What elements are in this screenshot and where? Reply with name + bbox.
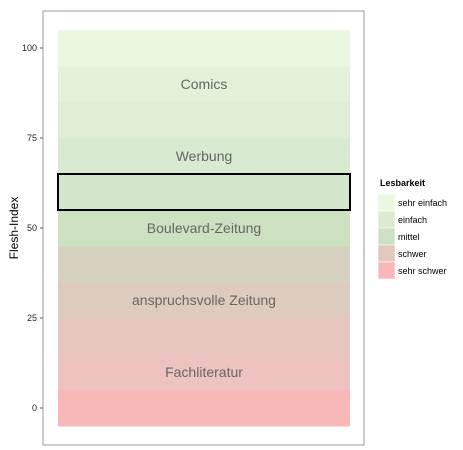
band-2 [58,318,350,355]
band-label-4: Fachliteratur [165,364,243,380]
band-label-0: Comics [181,76,228,92]
legend-key-2 [377,227,396,246]
band-5 [58,210,350,247]
y-axis-title: Flesh-Index [7,197,21,260]
legend-key-1 [377,210,396,229]
band-9 [58,66,350,103]
legend-label-4: sehr schwer [398,266,447,276]
band-8 [58,102,350,139]
legend-title: Lesbarkeit [380,178,425,188]
y-tick-label-2: 50 [27,223,37,233]
highlight-box [57,173,351,211]
legend-label-0: sehr einfach [398,198,447,208]
legend-label-3: schwer [398,249,427,259]
y-tick-label-3: 75 [27,133,37,143]
band-0 [58,390,350,427]
y-tick-label-1: 25 [27,313,37,323]
y-axis: 0 25 50 75 100 [22,43,43,413]
band-3 [58,282,350,319]
legend-label-1: einfach [398,215,427,225]
legend-key-3 [377,244,396,263]
legend-key-0 [377,193,396,212]
legend-key-4 [377,261,396,280]
band-label-2: Boulevard-Zeitung [147,220,261,236]
y-tick-label-4: 100 [22,43,37,53]
legend: Lesbarkeit sehr einfach einfach mittel schwe… [377,178,447,280]
band-10 [58,30,350,67]
band-layer [58,30,350,427]
legend-label-2: mittel [398,232,420,242]
band-label-1: Werbung [176,148,233,164]
band-label-3: anspruchsvolle Zeitung [132,292,276,308]
band-1 [58,354,350,391]
band-4 [58,246,350,283]
band-6 [58,174,350,211]
y-tick-label-0: 0 [32,403,37,413]
band-7 [58,138,350,175]
